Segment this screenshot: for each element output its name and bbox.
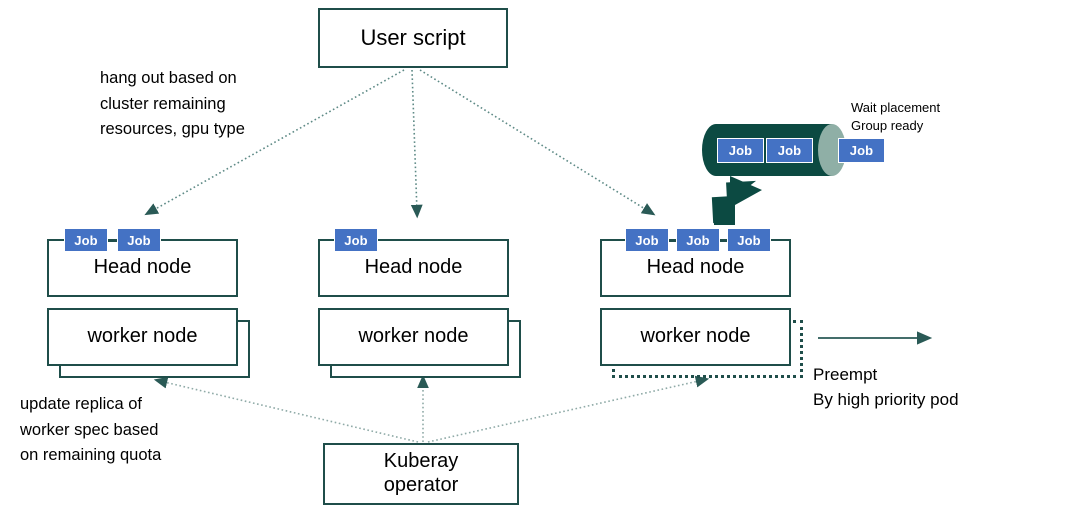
cluster-1-job-badge-2[interactable]: Job: [117, 228, 161, 252]
cluster-2-job-badge-1[interactable]: Job: [334, 228, 378, 252]
node-kuberay-operator-label: Kuberay operator: [383, 450, 459, 496]
node-user-script-label: User script: [360, 25, 466, 51]
cluster-1-head-node-label: Head node: [93, 256, 192, 279]
edge-job-to-queue-arrow: [711, 176, 762, 225]
note-preempt: Preempt By high priority pod: [813, 365, 959, 409]
node-kuberay-operator[interactable]: Kuberay operator: [323, 443, 519, 505]
cluster-3-head-node-label: Head node: [646, 256, 745, 279]
cluster-1-job-badge-1[interactable]: Job: [64, 228, 108, 252]
cluster-3-job-connector-2: [720, 239, 728, 242]
note-scheduling: hang out based on cluster remaining reso…: [100, 69, 245, 139]
cluster-3-job-badge-2[interactable]: Job: [676, 228, 720, 252]
edge-userscript-to-cluster2: [410, 69, 423, 219]
queue-job-badge-1[interactable]: Job: [717, 138, 764, 163]
cluster-1-worker-node-label: worker node: [87, 325, 198, 348]
cluster-2-head-node-label: Head node: [364, 256, 463, 279]
cluster-2-worker-node[interactable]: worker node: [318, 308, 509, 366]
cluster-2-worker-node-label: worker node: [358, 325, 469, 348]
cluster-3-job-badge-1[interactable]: Job: [625, 228, 669, 252]
edge-operator-to-cluster3: [427, 375, 710, 443]
cluster-3-job-badge-3[interactable]: Job: [727, 228, 771, 252]
edge-userscript-to-cluster3: [419, 69, 656, 216]
cluster-3-worker-node-label: worker node: [640, 325, 751, 348]
cluster-1-worker-node[interactable]: worker node: [47, 308, 238, 366]
cluster-3-job-connector-1: [669, 239, 677, 242]
note-update-replica: update replica of worker spec based on r…: [20, 395, 162, 465]
queue-job-badge-2[interactable]: Job: [766, 138, 813, 163]
cluster-3-worker-node[interactable]: worker node: [600, 308, 791, 366]
node-user-script[interactable]: User script: [318, 8, 508, 68]
note-placement-group: Wait placement Group ready: [851, 100, 941, 133]
cluster-1-job-connector-1: [108, 239, 118, 242]
queue-pending-job-badge[interactable]: Job: [838, 138, 885, 163]
